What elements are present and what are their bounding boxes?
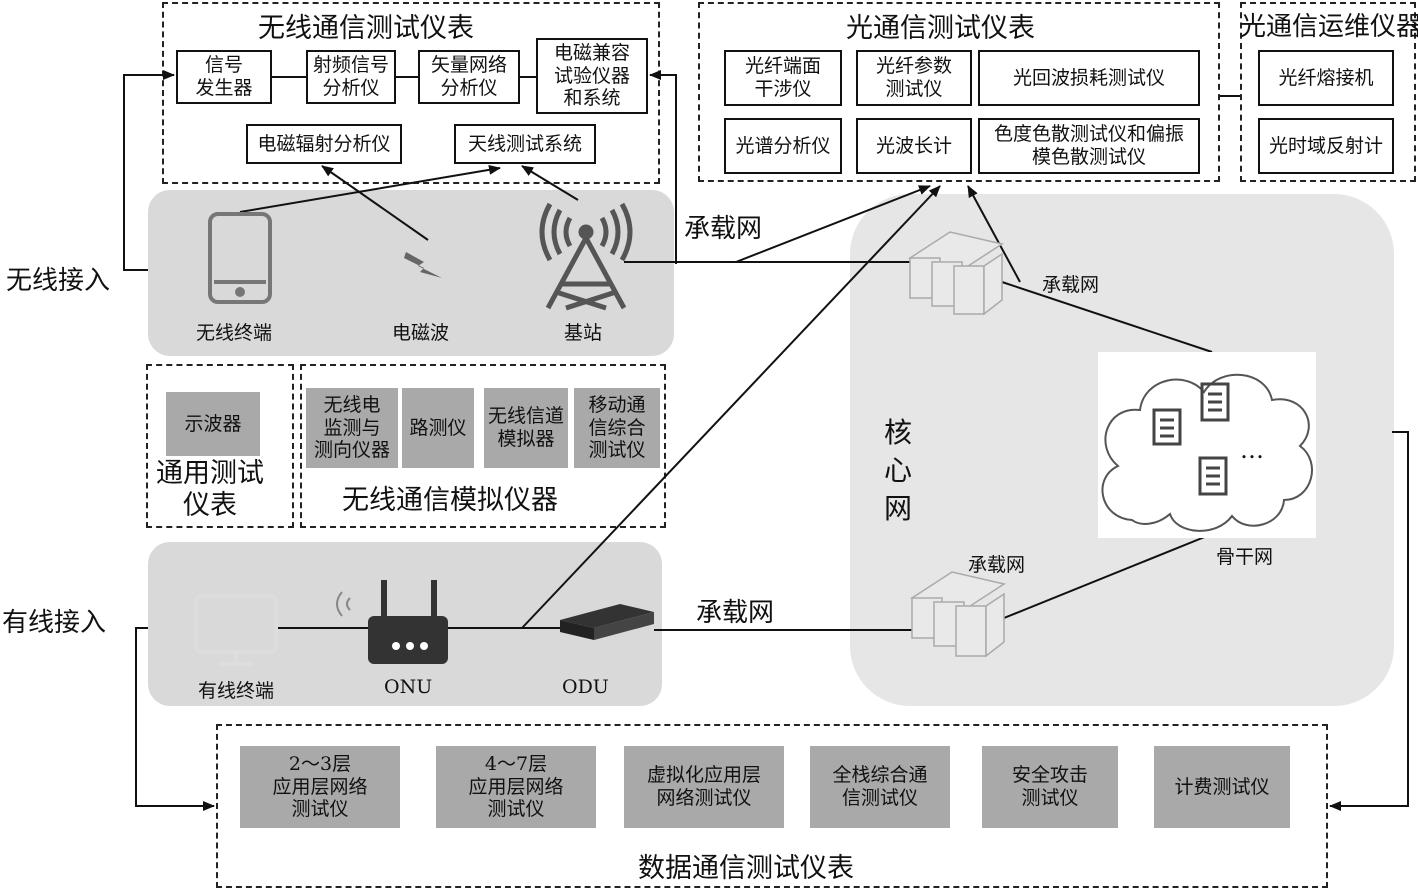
- onu-label: ONU: [384, 676, 433, 698]
- core-network-label: 核 心 网: [884, 416, 913, 525]
- emc-test-system-box: 电磁兼容 试验仪器 和系统: [536, 38, 648, 114]
- bearer-server-icon-2: [910, 571, 1006, 658]
- general-meters-title: 通用测试 仪表: [156, 458, 264, 522]
- wireless-meters-title: 无线通信测试仪表: [258, 13, 474, 44]
- onu-router-icon: [336, 580, 448, 664]
- wired-terminal-monitor-icon: [194, 594, 278, 666]
- cloud-ellipsis: …: [1240, 436, 1264, 464]
- phone-icon: [208, 212, 272, 304]
- wired-terminal-label: 有线终端: [198, 680, 275, 702]
- l4-l7-tester-box: 4～7层 应用层网络 测试仪: [436, 746, 596, 828]
- base-station-label: 基站: [564, 322, 603, 344]
- wavelength-meter-box: 光波长计: [856, 118, 972, 174]
- optical-meters-group: [698, 2, 1220, 182]
- em-radiation-analyzer-box: 电磁辐射分析仪: [246, 124, 402, 164]
- security-attack-tester-box: 安全攻击 测试仪: [982, 746, 1118, 828]
- virtualized-tester-box: 虚拟化应用层 网络测试仪: [624, 746, 784, 828]
- channel-emulator-box: 无线信道 模拟器: [484, 388, 568, 468]
- backbone-cloud-icon: [1098, 352, 1316, 538]
- rf-signal-analyzer-box: 射频信号 分析仪: [306, 50, 396, 104]
- data-meters-group: [216, 724, 1328, 888]
- general-meters-group: [146, 364, 294, 528]
- optical-ops-title: 光通信运维仪器: [1240, 12, 1418, 42]
- billing-tester-box: 计费测试仪: [1154, 746, 1290, 828]
- drive-test-box: 路测仪: [402, 388, 474, 468]
- otdr-box: 光时域反射计: [1258, 118, 1394, 174]
- optical-ops-group: [1240, 2, 1416, 182]
- em-wave-label: 电磁波: [392, 322, 450, 344]
- optical-spectrum-analyzer-box: 光谱分析仪: [724, 118, 842, 174]
- wireless-sim-title: 无线通信模拟仪器: [342, 485, 558, 516]
- fiber-parameter-tester-box: 光纤参数 测试仪: [856, 50, 972, 106]
- backbone-network-label: 骨干网: [1216, 546, 1274, 568]
- oscilloscope-box: 示波器: [166, 392, 260, 456]
- wireless-access-label: 无线接入: [6, 266, 111, 296]
- data-meters-title: 数据通信测试仪表: [638, 853, 854, 884]
- optical-return-loss-tester-box: 光回波损耗测试仪: [978, 50, 1200, 106]
- wired-access-label: 有线接入: [2, 608, 107, 638]
- l2-l3-tester-box: 2～3层 应用层网络 测试仪: [240, 746, 400, 828]
- bearer-network-label-1: 承载网: [684, 214, 763, 244]
- odu-device-icon: [560, 604, 654, 640]
- radio-monitoring-box: 无线电 监测与 测向仪器: [306, 388, 398, 468]
- base-station-tower-icon: [539, 202, 633, 311]
- lightning-icon: [404, 252, 442, 278]
- full-stack-tester-box: 全栈综合通 信测试仪: [810, 746, 950, 828]
- vector-network-analyzer-box: 矢量网络 分析仪: [418, 50, 520, 104]
- optical-meters-title: 光通信测试仪表: [846, 13, 1035, 44]
- antenna-test-system-box: 天线测试系统: [454, 124, 596, 164]
- odu-label: ODU: [562, 676, 609, 698]
- bearer-network-label-2: 承载网: [696, 598, 775, 628]
- fiber-endface-interferometer-box: 光纤端面 干涉仪: [724, 50, 842, 106]
- bearer-server-icon-1: [908, 231, 1004, 316]
- bearer-network-label-3: 承载网: [1042, 274, 1100, 296]
- wireless-sim-group: [300, 364, 666, 528]
- wireless-access-panel: [148, 190, 674, 356]
- signal-generator-box: 信号 发生器: [176, 50, 272, 104]
- fusion-splicer-box: 光纤熔接机: [1258, 50, 1394, 106]
- mobile-comm-tester-box: 移动通 信综合 测试仪: [574, 388, 660, 468]
- bearer-network-label-4: 承载网: [968, 554, 1026, 576]
- wireless-terminal-label: 无线终端: [196, 322, 273, 344]
- dispersion-tester-box: 色度色散测试仪和偏振 模色散测试仪: [978, 118, 1200, 174]
